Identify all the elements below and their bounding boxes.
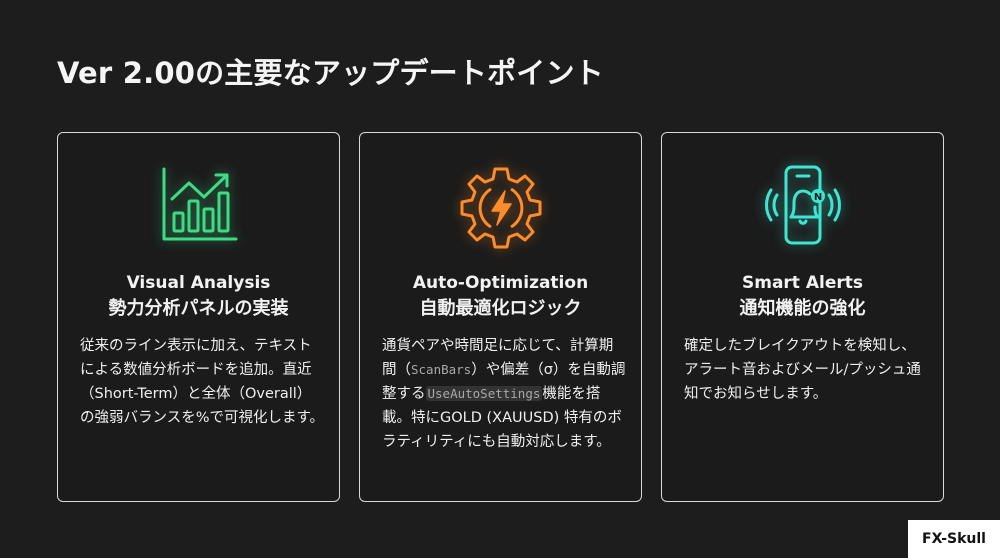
bar-chart-trend-icon <box>58 161 339 251</box>
card-title-jp: 通知機能の強化 <box>739 298 866 319</box>
card-title-jp: 自動最適化ロジック <box>419 298 582 319</box>
card-title-en: Auto-Optimization <box>412 273 589 293</box>
code-useautosettings: UseAutoSettings <box>425 386 543 401</box>
card-description: 確定したブレイクアウトを検知し、アラート音およびメール/プッシュ通知でお知らせし… <box>684 338 921 402</box>
feature-card-visual-analysis: Visual Analysis 勢力分析パネルの実装 従来のライン表示に加え、テ… <box>57 132 340 502</box>
code-scanbars: ScanBars <box>411 362 472 377</box>
card-title-en: Visual Analysis <box>126 273 271 293</box>
feature-card-smart-alerts: N Smart Alerts 通知機能の強化 確定したブレイクアウトを検知し、ア… <box>661 132 944 502</box>
gear-lightning-icon <box>360 161 641 251</box>
phone-bell-notification-icon: N <box>662 161 943 251</box>
feature-card-auto-optimization: Auto-Optimization 自動最適化ロジック 通貨ペアや時間足に応じて… <box>359 132 642 502</box>
page-title: Ver 2.00の主要なアップデートポイント <box>57 56 604 90</box>
card-description: 通貨ペアや時間足に応じて、計算期間（ScanBars）や偏差（σ）を自動調整する… <box>382 338 626 450</box>
brand-badge: FX-Skull <box>908 520 1000 558</box>
card-title-en: Smart Alerts <box>741 273 863 293</box>
card-title-jp: 勢力分析パネルの実装 <box>108 298 289 319</box>
svg-text:N: N <box>813 192 821 203</box>
card-description: 従来のライン表示に加え、テキストによる数値分析ボードを追加。直近（Short-T… <box>80 338 325 426</box>
